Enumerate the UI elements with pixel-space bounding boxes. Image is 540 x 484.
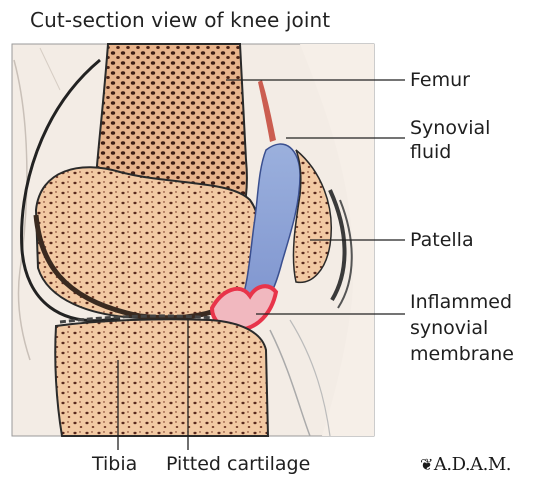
label-pitted-cartilage: Pitted cartilage	[166, 452, 310, 476]
label-femur: Femur	[410, 68, 470, 92]
figure-title: Cut-section view of knee joint	[30, 8, 330, 32]
label-synovial-fluid-line1: Synovial	[410, 116, 490, 140]
label-membrane-line1: Inflammed	[410, 290, 512, 314]
label-membrane-line2: synovial	[410, 316, 488, 340]
label-patella: Patella	[410, 228, 474, 252]
label-membrane-line3: membrane	[410, 342, 514, 366]
adam-logo-text: A.D.A.M.	[434, 454, 511, 475]
label-tibia: Tibia	[92, 452, 137, 476]
adam-logo: ❦A.D.A.M.	[420, 454, 511, 475]
tibia	[55, 319, 268, 436]
adam-logo-mark: ❦	[420, 455, 433, 474]
label-synovial-fluid-line2: fluid	[410, 140, 451, 164]
